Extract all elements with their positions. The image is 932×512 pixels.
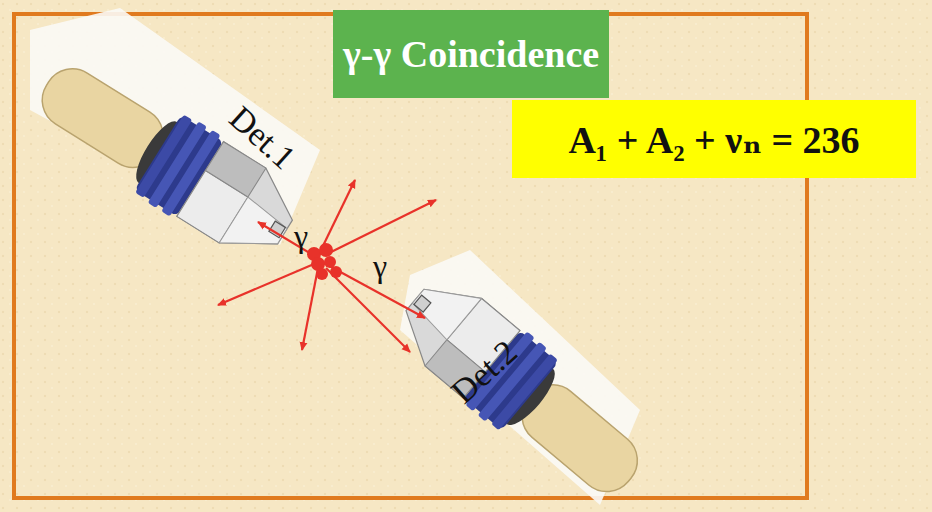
box-text: γ-γ Coincidence xyxy=(343,32,599,76)
detector-2 xyxy=(384,263,660,512)
gamma-label: γ xyxy=(373,248,387,285)
detector-1 xyxy=(22,43,310,273)
box-text: A₁ + A₂ + νₙ = 236 xyxy=(568,117,859,162)
gamma-rays xyxy=(218,180,436,352)
nucleus xyxy=(307,243,342,280)
equation-box: A₁ + A₂ + νₙ = 236 xyxy=(512,100,916,178)
gamma-label: γ xyxy=(294,218,308,255)
title-box: γ-γ Coincidence xyxy=(333,10,609,98)
